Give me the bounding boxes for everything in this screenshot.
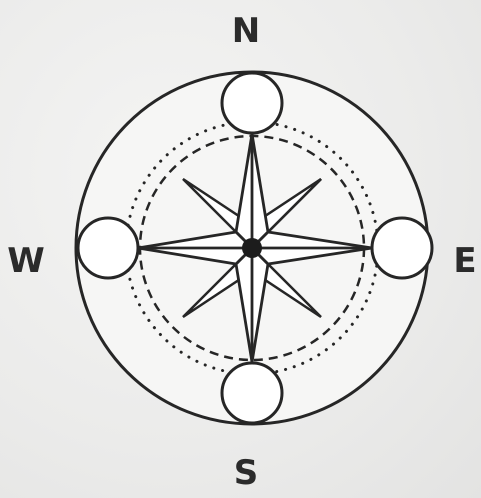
east-label: E (445, 244, 481, 278)
west-knob (78, 218, 138, 278)
east-knob (372, 218, 432, 278)
north-knob (222, 73, 282, 133)
south-label: S (226, 456, 266, 490)
west-label: W (6, 244, 46, 278)
south-knob (222, 363, 282, 423)
center-pivot (242, 238, 262, 258)
north-label: N (226, 14, 266, 48)
